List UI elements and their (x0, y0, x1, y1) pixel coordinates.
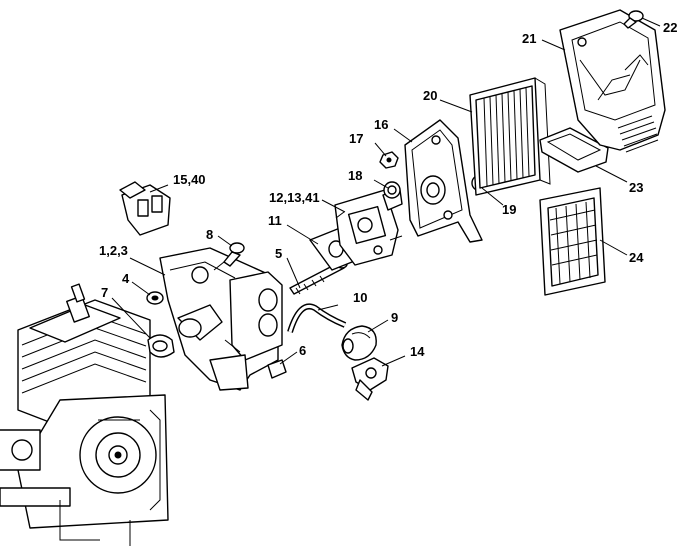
callout-7: 7 (101, 285, 109, 300)
callout-10: 10 (353, 290, 368, 305)
callout-12-13-41: 12,13,41 (269, 190, 320, 205)
callout-9: 9 (391, 310, 399, 325)
filter-pleats (483, 87, 530, 187)
callout-8: 8 (206, 227, 214, 242)
tray-part-23 (539, 127, 609, 173)
clamp-part-7 (147, 334, 175, 358)
leader-lines (111, 17, 661, 367)
callout-5: 5 (275, 246, 283, 261)
callout-22: 22 (663, 20, 678, 35)
engine-assembly (0, 283, 169, 546)
hose-part-10 (287, 303, 347, 333)
callout-15-40: 15,40 (173, 172, 206, 187)
washer-part-4 (146, 291, 164, 305)
fitting-part-18 (383, 181, 401, 199)
connector-part-15 (119, 181, 171, 236)
callout-24: 24 (629, 250, 644, 265)
choke-knob-part-14 (351, 357, 389, 401)
manifold-housing-part (159, 247, 283, 391)
callout-18: 18 (348, 168, 363, 183)
filter-mesh (549, 201, 598, 285)
callout-4: 4 (122, 271, 130, 286)
grommet-part-6 (267, 359, 287, 379)
callout-21: 21 (522, 31, 537, 46)
callout-20: 20 (423, 88, 438, 103)
pre-filter-part-24 (539, 187, 606, 296)
callout-19: 19 (502, 202, 517, 217)
callout-14: 14 (410, 344, 425, 359)
callout-1-2-3: 1,2,3 (99, 243, 128, 258)
cover-part-21 (559, 9, 666, 153)
screw-part-8 (213, 242, 245, 271)
callout-11: 11 (268, 213, 282, 228)
cover-vents (617, 115, 659, 153)
air-filter-part-20 (469, 77, 551, 196)
primer-bulb-part-9 (341, 325, 377, 361)
callout-23: 23 (629, 180, 644, 195)
callout-16: 16 (374, 117, 389, 132)
screw-part-22 (623, 10, 644, 29)
callout-6: 6 (299, 343, 307, 358)
callout-17: 17 (349, 131, 364, 146)
base-plate-part-16 (404, 119, 483, 243)
nut-part-17 (379, 151, 399, 169)
